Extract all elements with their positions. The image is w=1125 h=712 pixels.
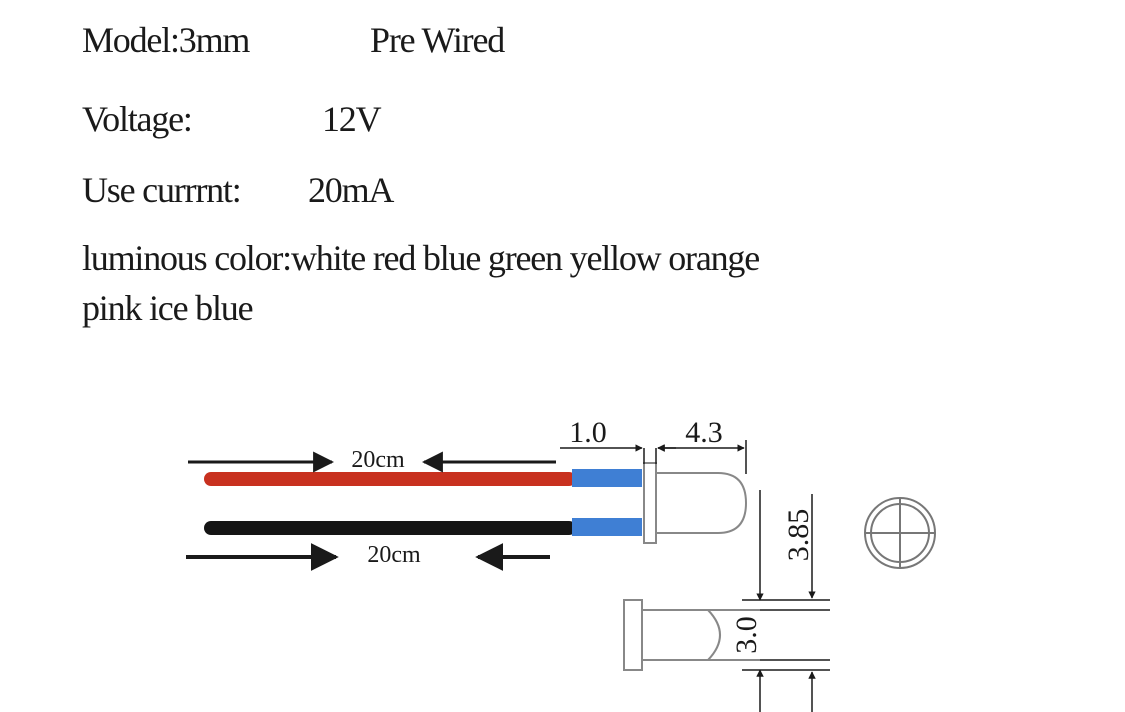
inner-diameter-label: 3.0 (730, 616, 763, 654)
wiring-text: Pre Wired (370, 20, 505, 60)
model-text: Model:3mm (82, 20, 250, 60)
led-side-view (643, 462, 748, 544)
led-top-view-icon (864, 497, 936, 569)
black-wire (204, 521, 576, 535)
black-wire-length-label: 20cm (367, 542, 421, 568)
led-end-view (623, 599, 760, 671)
flange-dimension-label: 1.0 (569, 416, 607, 449)
color-list-line-2: pink ice blue (82, 288, 254, 328)
red-wire-sleeve (572, 469, 642, 487)
color-list-line-1: luminous color:white red blue green yell… (82, 238, 760, 278)
voltage-value: 12V (322, 99, 382, 139)
red-wire-length-label: 20cm (351, 447, 405, 473)
current-label: Use currrnt: (82, 170, 242, 210)
black-wire-sleeve (572, 518, 642, 536)
vertical-dimension-lines (742, 490, 830, 712)
outer-diameter-label: 3.85 (782, 509, 815, 562)
voltage-label: Voltage: (82, 99, 193, 139)
body-dimension-label: 4.3 (685, 416, 723, 449)
current-value: 20mA (308, 170, 394, 210)
top-dimension-lines (560, 440, 747, 474)
red-wire (204, 472, 576, 486)
